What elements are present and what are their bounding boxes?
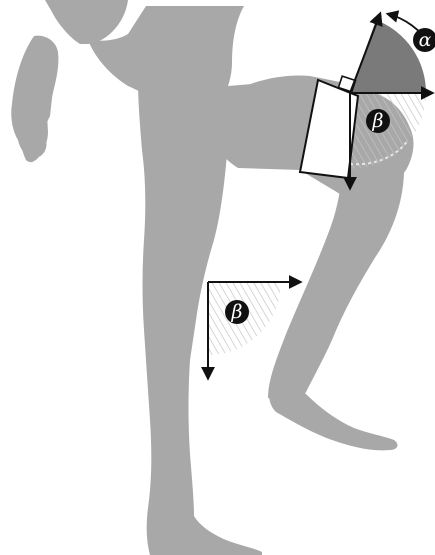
alpha-label: α bbox=[419, 29, 432, 51]
head bbox=[45, 0, 128, 44]
beta-label-reference: β bbox=[231, 301, 243, 323]
knee-angle-group: α β bbox=[300, 14, 435, 188]
shin-raised bbox=[268, 170, 404, 404]
alpha-sector bbox=[350, 20, 426, 93]
beta-label-knee: β bbox=[372, 110, 384, 132]
foot-raised bbox=[269, 390, 397, 450]
